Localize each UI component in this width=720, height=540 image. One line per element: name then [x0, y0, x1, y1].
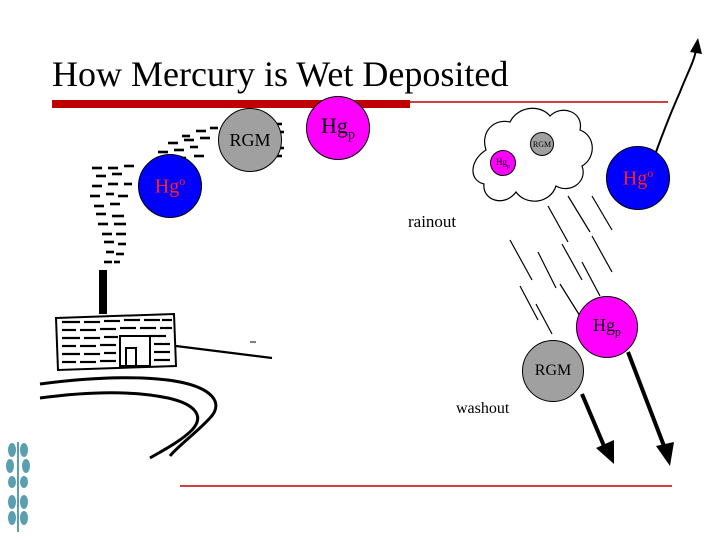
rgm-label: RGM	[229, 129, 271, 150]
upward-curved-arrow	[655, 38, 702, 153]
leaf-decoration-icon	[6, 442, 30, 532]
rgm-circle-rain: RGM	[522, 340, 584, 402]
deposition-arrows	[580, 351, 674, 466]
hg0-right-label: Hgo	[622, 165, 654, 190]
hgp-circle-rain: Hgp	[576, 296, 638, 358]
rgm-rain-label: RGM	[534, 362, 572, 379]
hgp-cloud-label: Hgp	[496, 156, 510, 170]
title-accent-bar	[52, 100, 410, 108]
hgp-label: Hgp	[321, 112, 355, 143]
ground-line	[175, 344, 273, 360]
cloud	[472, 107, 593, 202]
hgp-circle-top: Hgp	[306, 96, 370, 160]
rainout-label: rainout	[408, 212, 457, 231]
rain-streaks	[509, 195, 613, 335]
hg0-label: Hgo	[154, 173, 186, 198]
rgm-circle-source: RGM	[218, 108, 282, 172]
rgm-cloud-label: RGM	[532, 139, 552, 149]
hg0-circle-left: Hgo	[138, 154, 202, 218]
hgp-circle-cloud: Hgp	[490, 150, 516, 176]
hg0-circle-right: Hgo	[606, 146, 670, 210]
chimney	[99, 270, 107, 314]
washout-label: washout	[456, 400, 510, 417]
rgm-circle-cloud: RGM	[530, 132, 554, 156]
factory-building	[54, 312, 178, 372]
slide-title: How Mercury is Wet Deposited	[52, 54, 509, 94]
road	[39, 376, 218, 460]
hgp-rain-label: Hgp	[593, 314, 621, 339]
